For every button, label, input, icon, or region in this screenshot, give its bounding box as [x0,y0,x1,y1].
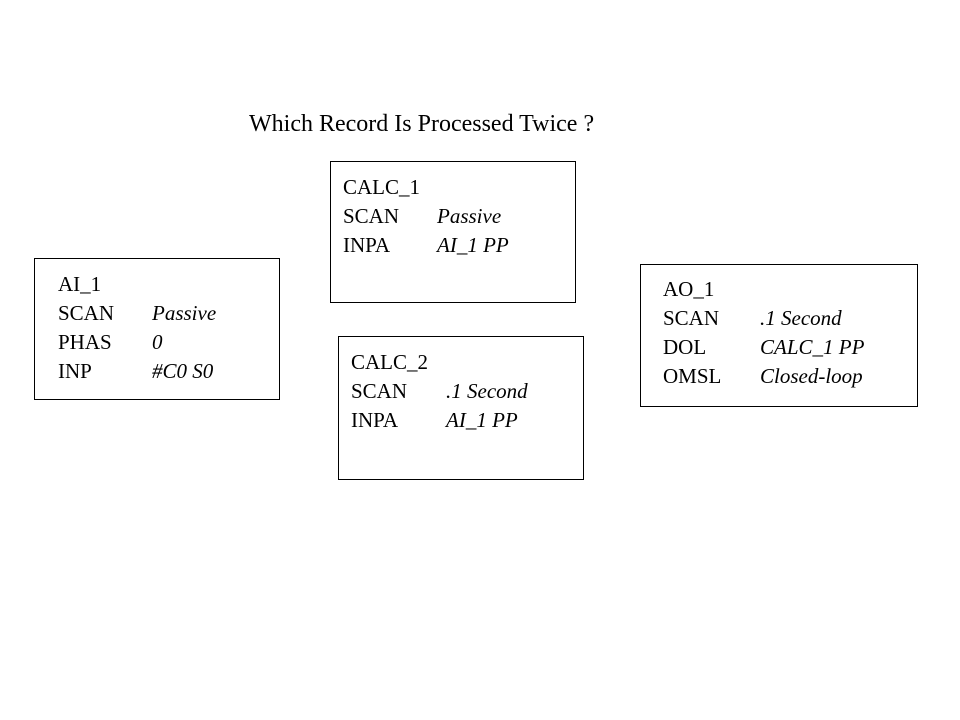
field-row-omsl: OMSL Closed-loop [663,362,864,391]
record-box-calc-2: CALC_2 SCAN .1 Second INPA AI_1 PP [338,336,584,480]
field-row-scan: SCAN Passive [58,299,216,328]
record-name: CALC_2 [351,350,429,374]
record-box-calc-1: CALC_1 SCAN Passive INPA AI_1 PP [330,161,576,303]
field-row-scan: SCAN .1 Second [663,304,864,333]
field-key: SCAN [663,306,720,330]
field-key: SCAN [343,204,400,228]
record-box-ai-1: AI_1 SCAN Passive PHAS 0 INP #C0 S0 [34,258,280,400]
record-name: CALC_1 [343,175,421,199]
field-key: DOL [663,335,707,359]
slide-title: Which Record Is Processed Twice ? [249,111,595,137]
field-row-inpa: INPA AI_1 PP [343,231,509,260]
field-row-dol: DOL CALC_1 PP [663,333,864,362]
field-key: INP [58,359,92,383]
field-value: CALC_1 PP [760,335,865,359]
field-key: INPA [343,233,391,257]
field-key: INPA [351,408,399,432]
field-key: SCAN [58,301,115,325]
field-value: Passive [437,204,502,228]
record-content: CALC_1 SCAN Passive INPA AI_1 PP [343,173,509,260]
field-row-scan: SCAN Passive [343,202,509,231]
field-value: .1 Second [760,306,842,330]
field-row-inp: INP #C0 S0 [58,357,216,386]
record-content: AO_1 SCAN .1 Second DOL CALC_1 PP OMSL Clos… [663,275,864,391]
field-row-scan: SCAN .1 Second [351,377,528,406]
field-value: AI_1 PP [437,233,509,257]
field-value: #C0 S0 [152,359,214,383]
record-name: AI_1 [58,272,102,296]
record-box-ao-1: AO_1 SCAN .1 Second DOL CALC_1 PP OMSL Clos… [640,264,918,407]
record-content: CALC_2 SCAN .1 Second INPA AI_1 PP [351,348,528,435]
field-key: SCAN [351,379,408,403]
field-key: OMSL [663,364,722,388]
field-value: AI_1 PP [446,408,518,432]
record-content: AI_1 SCAN Passive PHAS 0 INP #C0 S0 [58,270,216,386]
record-name: AO_1 [663,277,715,301]
field-row-inpa: INPA AI_1 PP [351,406,528,435]
field-key: PHAS [58,330,112,354]
field-value: .1 Second [446,379,528,403]
field-row-phas: PHAS 0 [58,328,216,357]
field-value: Closed-loop [760,364,863,388]
field-value: 0 [152,330,163,354]
field-value: Passive [152,301,217,325]
